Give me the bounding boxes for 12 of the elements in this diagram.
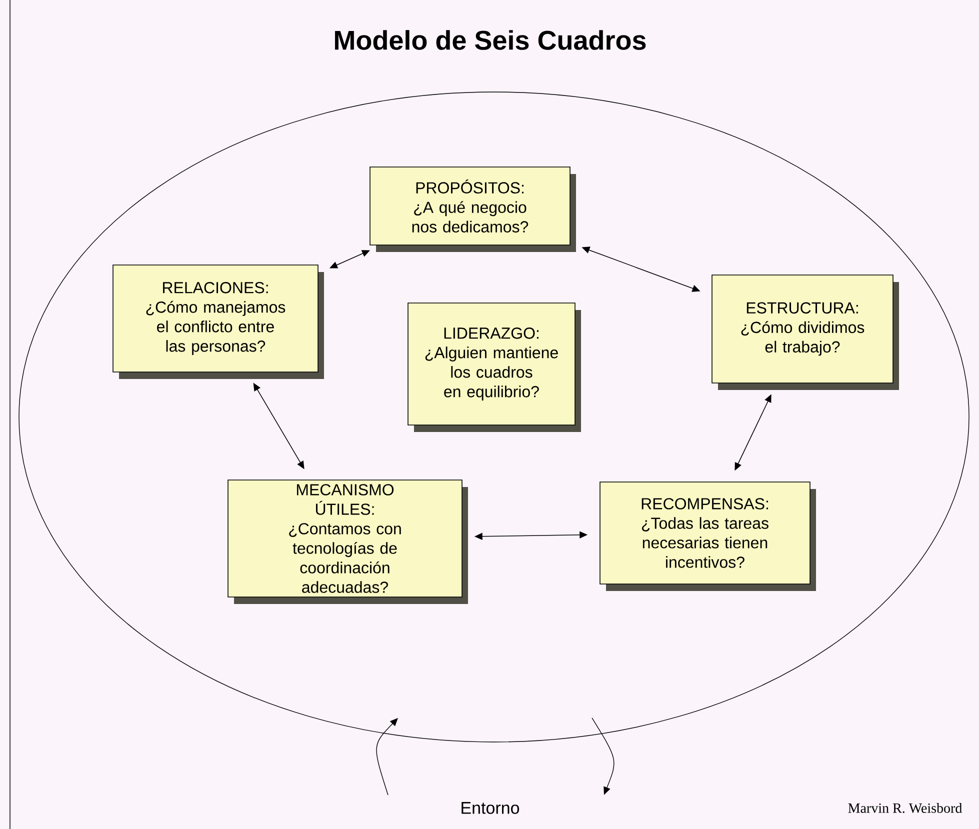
question-box: PROPÓSITOS: ¿A qué negocio nos dedicamos? xyxy=(370,166,576,252)
environment-label: Entorno xyxy=(462,802,520,814)
question-box: RECOMPENSAS: ¿Todas las tareas necesarias tienen incentivos? xyxy=(600,482,816,591)
question-box: ESTRUCTURA: ¿Cómo dividimos el trabajo? xyxy=(712,274,899,390)
question-box: RELACIONES: ¿Cómo manejamos el conflicto entre las personas? xyxy=(112,264,324,379)
title: Modelo de Seis Cuadros xyxy=(335,30,646,50)
question-box: LIDERAZGO: ¿Alguien mantiene los cuadros en equilibrio? xyxy=(408,302,581,432)
author-credit: Marvin R. Weisbord xyxy=(848,803,962,813)
arrow xyxy=(376,718,398,796)
question-box: MECANISMO ÚTILES: ¿Contamos con tecnologías de coordinación adecuadas? xyxy=(228,480,468,604)
arrow xyxy=(592,718,614,795)
environment-ellipse xyxy=(18,92,970,742)
